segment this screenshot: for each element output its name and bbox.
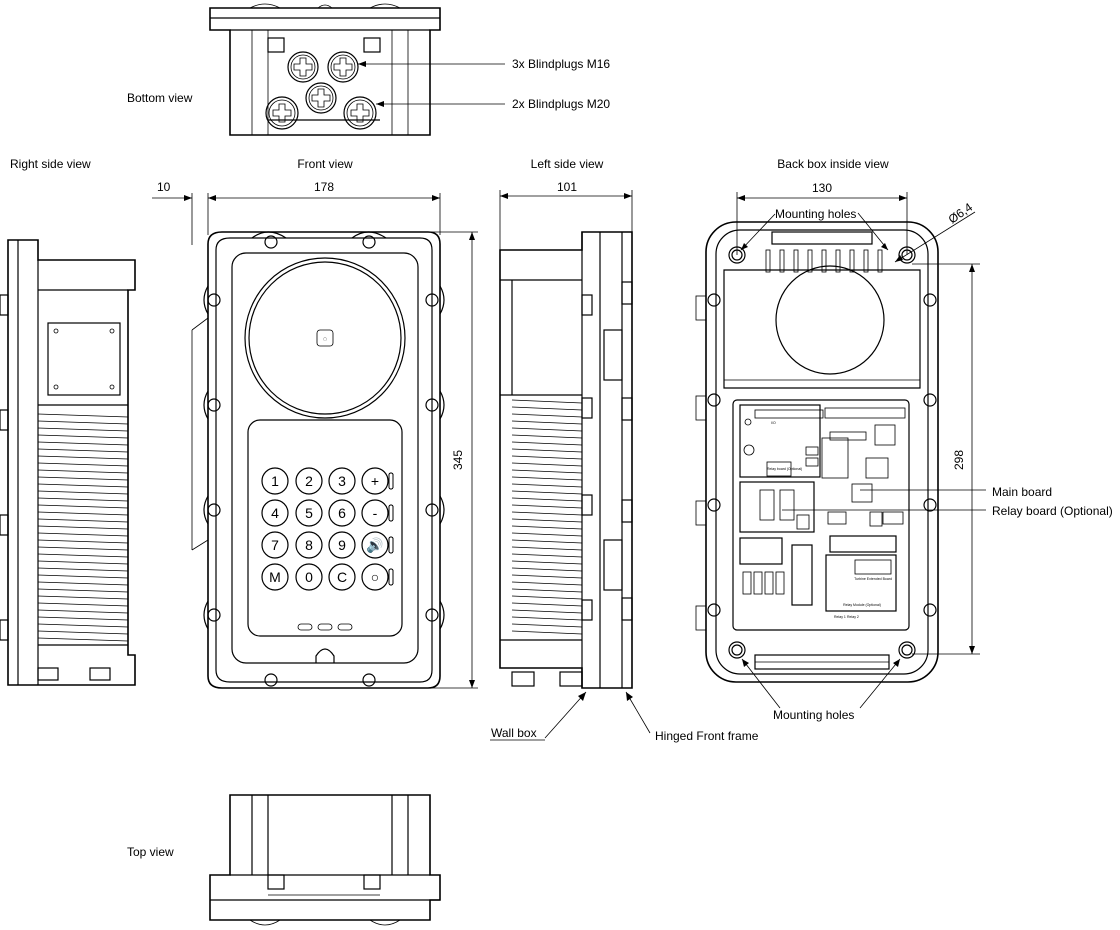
keypad-key: 2 (295, 467, 323, 495)
keypad-key: 1 (261, 467, 289, 495)
right-side-view-drawing (0, 239, 136, 686)
pcb-extended-board: Turbine Extended Board (854, 577, 892, 581)
keypad-key-label: 6 (338, 505, 346, 521)
keypad-key-label: 3 (338, 473, 346, 489)
label-left-side-view: Left side view (531, 157, 604, 171)
keypad-key-label: 4 (271, 505, 279, 521)
svg-text:▢: ▢ (323, 337, 327, 341)
label-back-box-view: Back box inside view (777, 157, 889, 171)
left-side-view-drawing (490, 190, 651, 741)
dim-front-height: 345 (451, 450, 465, 470)
front-view-drawing: ▢ 1 2 3 +4 5 6 - 7 8 9 🔊 M 0 C ○ (152, 193, 478, 689)
keypad-key: + (361, 467, 389, 495)
dim-hole-spacing-width: 130 (812, 181, 832, 195)
keypad-key: 7 (261, 531, 289, 559)
keypad-key: 8 (295, 531, 323, 559)
keypad-key-label: 5 (305, 505, 313, 521)
label-front-view: Front view (297, 157, 353, 171)
keypad-key-label: 7 (271, 537, 279, 553)
keypad-key: 🔊 (361, 531, 389, 559)
keypad-key-label: 🔊 (366, 536, 383, 554)
keypad-key: 3 (328, 467, 356, 495)
label-bottom-view: Bottom view (127, 91, 193, 105)
keypad-key-label: 0 (305, 569, 313, 585)
pcb-io-label: I/O (771, 421, 776, 425)
keypad-key: 0 (295, 563, 323, 591)
dim-hole-spacing-height: 298 (952, 450, 966, 470)
callout-mounting-holes-bottom: Mounting holes (773, 708, 854, 722)
keypad-key-label: 8 (305, 537, 313, 553)
keypad-key: ○ (361, 563, 389, 591)
keypad-key-label: + (371, 473, 379, 489)
keypad-key: 6 (328, 499, 356, 527)
callout-main-board: Main board (992, 485, 1052, 499)
pcb-relay-1: Relay 1 (834, 615, 846, 619)
label-top-view: Top view (127, 845, 174, 859)
blindplug-m16-2 (327, 51, 359, 83)
blindplug-m20-1 (265, 96, 299, 130)
blindplug-m16-1 (287, 51, 319, 83)
keypad-key: M (261, 563, 289, 591)
callout-mounting-holes-top: Mounting holes (775, 207, 856, 221)
bottom-view-drawing (209, 3, 505, 136)
keypad-key-label: 2 (305, 473, 313, 489)
keypad-key: - (361, 499, 389, 527)
callout-blindplugs-m20: 2x Blindplugs M20 (512, 97, 610, 111)
dim-side-depth: 101 (557, 180, 577, 194)
keypad-key: 5 (295, 499, 323, 527)
keypad-key: C (328, 563, 356, 591)
keypad-key: 9 (328, 531, 356, 559)
pcb-relay-board: Relay board (Optional) (767, 467, 802, 471)
label-right-side-view: Right side view (10, 157, 91, 171)
keypad-key-label: C (337, 569, 347, 585)
callout-relay-board: Relay board (Optional) (992, 504, 1113, 518)
top-view-drawing (209, 794, 441, 926)
keypad-key-label: 9 (338, 537, 346, 553)
dim-frame-depth: 10 (157, 180, 171, 194)
dim-front-width: 178 (314, 180, 334, 194)
callout-blindplugs-m16: 3x Blindplugs M16 (512, 57, 610, 71)
pcb-relay-module: Relay Module (Optional) (843, 603, 881, 607)
callout-hinged-front-frame: Hinged Front frame (655, 729, 759, 743)
callout-wall-box: Wall box (491, 726, 537, 740)
back-box-view-drawing: I/O Turbine Extended Board Relay Module … (695, 192, 986, 709)
pcb-relay-2: Relay 2 (847, 615, 859, 619)
keypad-key-label: M (269, 569, 281, 585)
keypad-key: 4 (261, 499, 289, 527)
blindplug-m20-2 (343, 96, 377, 130)
blindplug-m16-3 (305, 82, 337, 114)
dim-hole-diameter: Ø6,4 (946, 200, 976, 227)
keypad-key-label: - (373, 505, 378, 521)
keypad-key-label: ○ (371, 569, 379, 585)
keypad-key-label: 1 (271, 473, 279, 489)
